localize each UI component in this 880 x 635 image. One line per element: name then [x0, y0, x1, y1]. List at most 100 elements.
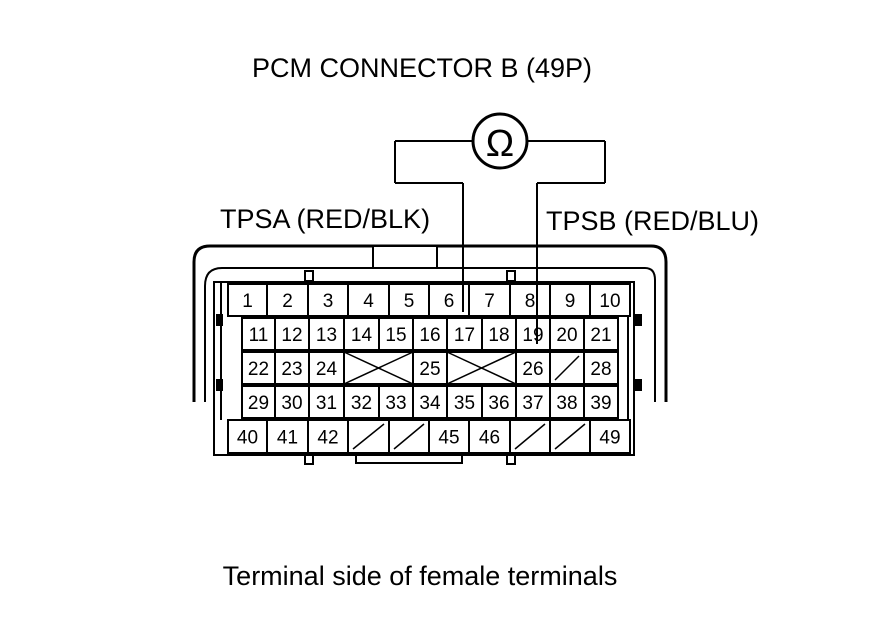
terminal-number: 38: [556, 393, 577, 414]
terminal-21: 21: [583, 317, 619, 351]
terminal-39: 39: [583, 385, 619, 419]
terminal-number: 11: [249, 325, 269, 346]
terminal-number: 4: [363, 291, 374, 312]
terminal-14: 14: [343, 317, 380, 351]
terminal-number: 46: [479, 428, 500, 449]
terminal-1: 1: [227, 283, 268, 317]
terminal-number: 23: [281, 359, 302, 380]
terminal-number: 30: [281, 393, 302, 414]
terminal-number: 29: [248, 393, 269, 414]
terminal-28: 28: [583, 351, 619, 385]
terminal-42: 42: [307, 419, 349, 454]
terminal-26: 26: [515, 351, 551, 385]
terminal-number: 39: [590, 393, 611, 414]
terminal-number: 12: [281, 325, 302, 346]
terminal-19: 19: [515, 317, 551, 351]
terminal-20: 20: [549, 317, 585, 351]
ohm-symbol-icon: Ω: [486, 123, 514, 165]
top-latch: [372, 245, 438, 269]
terminal-17: 17: [446, 317, 483, 351]
terminal-number: 15: [385, 325, 406, 346]
terminal-46: 46: [468, 419, 511, 454]
terminal-blank: [347, 419, 390, 454]
terminal-35: 35: [446, 385, 483, 419]
terminal-40: 40: [227, 419, 268, 454]
terminal-5: 5: [388, 283, 430, 317]
terminal-number: 33: [385, 393, 406, 414]
meter-circle: [471, 112, 529, 170]
ohmmeter: Ω: [394, 112, 606, 184]
terminal-number: 22: [248, 359, 269, 380]
terminal-number: 16: [419, 325, 440, 346]
terminal-30: 30: [274, 385, 310, 419]
terminal-number: 34: [419, 393, 441, 414]
terminal-18: 18: [481, 317, 517, 351]
terminal-49: 49: [589, 419, 631, 454]
terminal-9: 9: [549, 283, 591, 317]
terminal-blank: [388, 419, 430, 454]
terminal-38: 38: [549, 385, 585, 419]
terminal-number: 5: [404, 291, 415, 312]
terminal-4: 4: [347, 283, 390, 317]
terminal-number: 25: [419, 359, 440, 380]
terminal-number: 19: [522, 325, 543, 346]
terminal-number: 3: [323, 291, 334, 312]
terminal-41: 41: [266, 419, 309, 454]
diagram-title: PCM CONNECTOR B (49P): [252, 53, 592, 83]
terminal-36: 36: [481, 385, 517, 419]
terminal-3: 3: [307, 283, 349, 317]
terminal-number: 18: [488, 325, 509, 346]
terminal-number: 31: [316, 393, 337, 414]
terminal-12: 12: [274, 317, 310, 351]
terminal-number: 42: [317, 428, 338, 449]
terminal-number: 1: [242, 291, 253, 312]
terminal-16: 16: [412, 317, 448, 351]
terminal-37: 37: [515, 385, 551, 419]
terminal-7: 7: [468, 283, 511, 317]
tpsb-label: TPSB (RED/BLU): [546, 206, 759, 236]
terminal-number: 21: [590, 325, 611, 346]
terminal-number: 36: [488, 393, 509, 414]
terminal-blank: [509, 419, 551, 454]
terminal-10: 10: [589, 283, 631, 317]
terminal-15: 15: [378, 317, 414, 351]
terminal-number: 41: [277, 428, 298, 449]
terminal-24: 24: [308, 351, 345, 385]
terminal-2: 2: [266, 283, 309, 317]
terminal-number: 32: [351, 393, 372, 414]
terminal-8: 8: [509, 283, 551, 317]
terminal-25: 25: [412, 351, 448, 385]
terminal-number: 35: [454, 393, 475, 414]
terminal-blank: [549, 351, 585, 385]
terminal-number: 6: [444, 291, 455, 312]
terminal-33: 33: [378, 385, 414, 419]
terminal-number: 28: [590, 359, 611, 380]
terminal-number: 45: [438, 428, 459, 449]
terminal-blank: [549, 419, 591, 454]
terminal-45: 45: [428, 419, 470, 454]
terminal-number: 8: [525, 291, 536, 312]
terminal-number: 26: [522, 359, 543, 380]
tpsa-label: TPSA (RED/BLK): [220, 204, 430, 234]
terminal-11: 11: [241, 317, 276, 351]
terminal-number: 10: [599, 291, 620, 312]
terminal-22: 22: [241, 351, 276, 385]
terminal-number: 2: [282, 291, 293, 312]
terminal-blank: [446, 351, 517, 385]
terminal-number: 40: [237, 428, 258, 449]
terminal-34: 34: [412, 385, 448, 419]
terminal-number: 13: [316, 325, 337, 346]
terminal-number: 7: [484, 291, 495, 312]
terminal-number: 17: [454, 325, 475, 346]
terminal-29: 29: [241, 385, 276, 419]
terminal-32: 32: [343, 385, 380, 419]
terminal-blank: [343, 351, 414, 385]
terminal-number: 14: [351, 325, 373, 346]
terminal-number: 37: [522, 393, 543, 414]
diagram-caption: Terminal side of female terminals: [223, 561, 618, 591]
terminal-31: 31: [308, 385, 345, 419]
terminal-number: 20: [556, 325, 577, 346]
terminal-13: 13: [308, 317, 345, 351]
